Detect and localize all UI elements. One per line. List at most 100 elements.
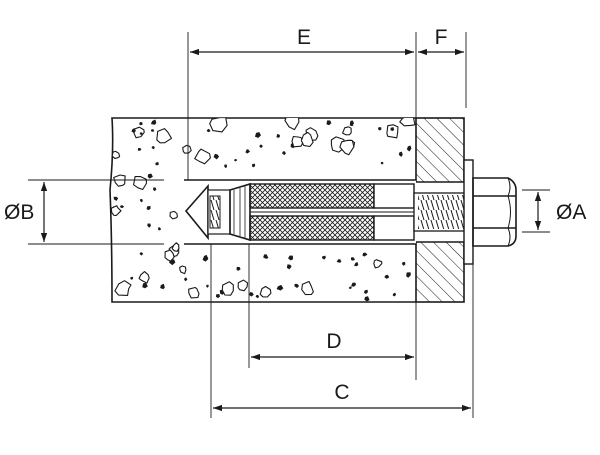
aggregate-pebble — [150, 129, 155, 132]
hex-nut — [472, 177, 517, 247]
aggregate-pebble — [130, 276, 134, 280]
aggregate-pebble — [131, 128, 136, 134]
concrete-outline — [109, 117, 416, 303]
aggregate-pebble — [362, 252, 368, 257]
aggregate-pebble — [132, 126, 145, 139]
aggregate-pebble — [138, 271, 150, 284]
aggregate-pebble — [398, 151, 403, 157]
aggregate-pebble — [255, 294, 260, 299]
extension-lines — [28, 32, 550, 418]
aggregate-pebble — [179, 265, 187, 275]
aggregate-pebble — [139, 122, 143, 126]
aggregate-pebble — [350, 257, 355, 261]
aggregate-pebble — [202, 255, 209, 262]
concrete-aggregate — [110, 118, 416, 302]
aggregate-pebble — [153, 187, 157, 191]
aggregate-pebble — [291, 135, 304, 148]
aggregate-pebble — [342, 126, 352, 136]
aggregate-pebble — [155, 162, 159, 166]
aggregate-pebble — [206, 128, 211, 133]
aggregate-pebble — [364, 289, 368, 295]
bolt-assembly — [413, 159, 517, 265]
dimension-lines — [40, 48, 542, 412]
aggregate-pebble — [301, 280, 314, 296]
aggregate-pebble — [263, 254, 269, 259]
aggregate-pebble — [111, 150, 121, 159]
aggregate-pebble — [146, 206, 151, 210]
aggregate-pebble — [326, 120, 332, 126]
aggregate-pebble — [300, 131, 314, 148]
label-dia-A: ØA — [556, 201, 586, 224]
anchor-body — [184, 182, 415, 242]
concrete-block — [109, 117, 416, 303]
aggregate-pebble — [245, 149, 250, 154]
aggregate-pebble — [147, 223, 151, 228]
aggregate-pebble — [348, 286, 352, 290]
aggregate-pebble — [224, 164, 228, 169]
aggregate-pebble — [160, 283, 165, 290]
aggregate-pebble — [184, 277, 188, 282]
aggregate-pebble — [390, 127, 395, 131]
aggregate-pebble — [249, 292, 254, 297]
aggregate-pebble — [354, 262, 359, 267]
aggregate-pebble — [110, 205, 122, 216]
aggregate-pebble — [336, 259, 342, 263]
aggregate-pebble — [221, 281, 234, 296]
washer — [463, 159, 474, 265]
aggregate-pebble — [151, 119, 157, 125]
label-C: C — [334, 381, 349, 404]
aggregate-pebble — [140, 199, 143, 203]
aggregate-pebble — [156, 128, 173, 144]
aggregate-pebble — [147, 173, 153, 179]
label-dia-B: ØB — [4, 201, 34, 224]
aggregate-pebble — [259, 285, 272, 298]
aggregate-pebble — [402, 261, 406, 266]
aggregate-pebble — [188, 286, 200, 299]
aggregate-pebble — [386, 124, 399, 139]
aggregate-pebble — [213, 153, 219, 160]
aggregate-pebble — [182, 144, 192, 154]
aggregate-pebble — [276, 134, 281, 138]
label-F: F — [435, 26, 448, 49]
aggregate-pebble — [137, 147, 142, 151]
aggregate-pebble — [164, 249, 175, 262]
aggregate-pebble — [142, 282, 148, 289]
aggregate-pebble — [384, 274, 390, 279]
aggregate-pebble — [406, 272, 411, 278]
aggregate-pebble — [349, 120, 355, 125]
aggregate-pebble — [133, 175, 147, 191]
aggregate-pebble — [321, 255, 326, 260]
aggregate-pebble — [392, 292, 397, 297]
aggregate-pebble — [171, 242, 180, 252]
aggregate-pebble — [158, 227, 161, 231]
aggregate-pebble — [259, 144, 263, 148]
aggregate-pebble — [114, 280, 132, 296]
aggregate-pebble — [216, 294, 220, 299]
aggregate-pebble — [194, 148, 211, 165]
aggregate-pebble — [234, 159, 238, 162]
aggregate-pebble — [288, 255, 294, 261]
aggregate-pebble — [380, 161, 384, 165]
aggregate-pebble — [284, 118, 300, 131]
aggregate-pebble — [364, 296, 370, 302]
aggregate-pebble — [282, 151, 286, 155]
aggregate-pebble — [377, 127, 382, 131]
aggregate-pebble — [251, 163, 256, 168]
aggregate-pebble — [113, 174, 126, 187]
aggregate-pebble — [206, 284, 209, 288]
label-D: D — [326, 330, 341, 353]
aggregate-pebble — [373, 259, 383, 269]
aggregate-pebble — [339, 139, 355, 156]
aggregate-pebble — [276, 284, 284, 291]
aggregate-pebble — [151, 146, 155, 150]
aggregate-pebble — [351, 282, 357, 287]
label-E: E — [297, 26, 311, 49]
aggregate-pebble — [209, 118, 228, 133]
aggregate-pebble — [237, 279, 249, 292]
aggregate-pebble — [286, 264, 292, 270]
aggregate-pebble — [120, 205, 124, 209]
aggregate-pebble — [399, 118, 416, 127]
aggregate-pebble — [113, 196, 119, 201]
